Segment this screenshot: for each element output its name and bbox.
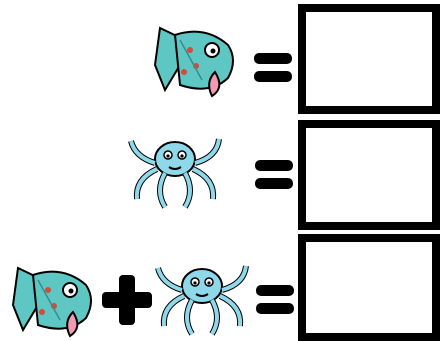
row-3 [0,230,440,341]
answer-box-1[interactable] [298,4,440,114]
answer-box-2[interactable] [298,120,440,230]
octopus-icon [152,254,252,339]
equals-sign [256,277,294,317]
equals-sign [255,152,293,192]
fish-icon [150,20,240,100]
equals-sign [254,45,292,85]
fish-icon [8,260,98,340]
octopus-icon [125,127,225,212]
row-2 [0,115,440,230]
row-1 [0,0,440,115]
plus-sign [102,275,152,325]
answer-box-3[interactable] [298,234,440,341]
